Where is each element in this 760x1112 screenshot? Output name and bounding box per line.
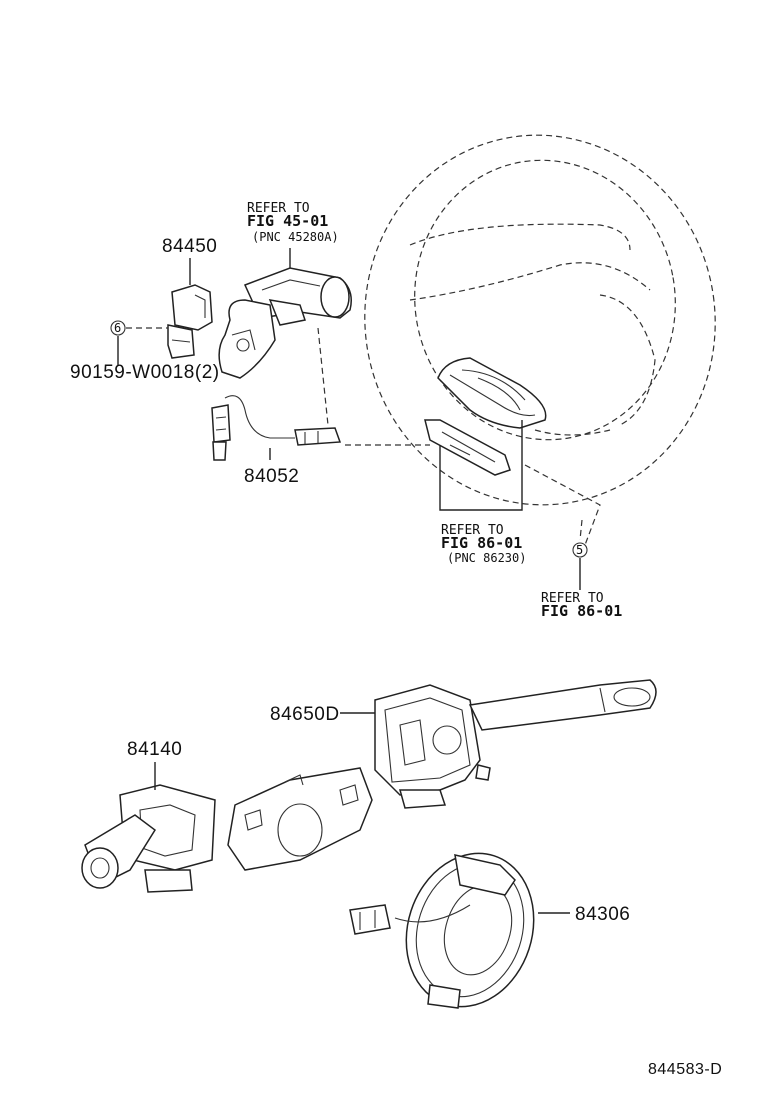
steering-pad-switch: [424, 357, 547, 476]
marker-5-label: 5: [576, 543, 583, 557]
ref2-bracket: [439, 420, 523, 511]
steering-wheel-outline: [345, 134, 716, 546]
switch-bracket-plate: [227, 767, 373, 871]
label-84650d: 84650D: [270, 704, 340, 725]
part-84052-harness: [211, 327, 342, 461]
label-84450: 84450: [162, 236, 217, 257]
part-84450-switch: [167, 258, 213, 359]
wiper-lever: [468, 679, 657, 731]
ref1-line2: FIG 45-01: [247, 212, 328, 230]
ref1-line3: (PNC 45280A): [252, 230, 339, 244]
ref3-line1: REFER TO: [541, 591, 604, 606]
part-84650d-switch-body: [340, 684, 491, 809]
label-90159-w0018: 90159-W0018(2): [70, 362, 220, 383]
marker-6-label: 6: [114, 321, 121, 335]
part-84140-headlamp-switch: [81, 762, 216, 893]
part-84306-spiral-cable: [349, 852, 570, 1009]
screw-marker-6: 6: [110, 320, 168, 365]
label-84052: 84052: [244, 466, 299, 487]
label-84140: 84140: [127, 739, 182, 760]
label-84306: 84306: [575, 904, 630, 925]
ref2-line2: FIG 86-01: [441, 534, 522, 552]
ref2-line1: REFER TO: [441, 523, 504, 538]
ref3-line2: FIG 86-01: [541, 602, 622, 620]
ref1-line1: REFER TO: [247, 201, 310, 216]
ref2-line3: (PNC 86230): [447, 551, 526, 565]
diagram-code: 844583-D: [648, 1061, 722, 1078]
lock-cylinder-assembly: [218, 248, 352, 379]
marker-5: 5: [572, 519, 588, 590]
